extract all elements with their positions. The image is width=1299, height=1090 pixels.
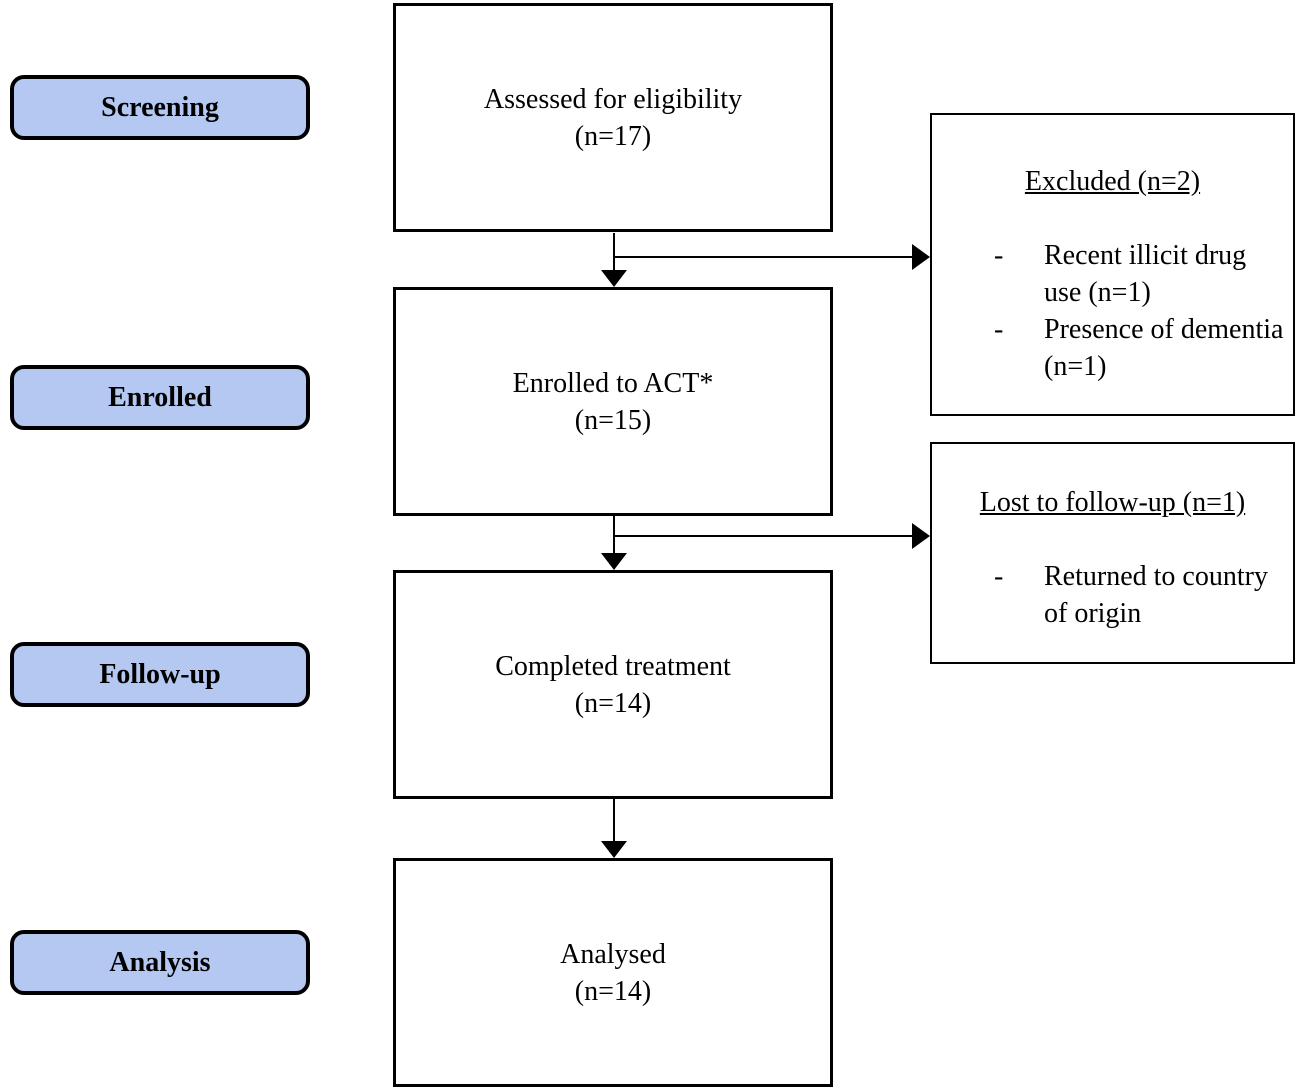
side-box-excluded: Excluded (n=2) - Recent illicit drug use…: [930, 113, 1295, 416]
dash-bullet: -: [994, 314, 1004, 345]
list-item: - Recent illicit drug use (n=1): [932, 237, 1293, 311]
flow-box-enrolled: Enrolled to ACT* (n=15): [393, 287, 833, 516]
flow-box-analysed: Analysed (n=14): [393, 858, 833, 1087]
stage-label-text: Enrolled: [108, 381, 212, 413]
stage-label-follow-up: Follow-up: [10, 642, 310, 707]
list-item-text: Presence of dementia (n=1): [1044, 314, 1284, 382]
flow-box-line1: Analysed: [560, 938, 666, 970]
list-item: - Presence of dementia (n=1): [932, 311, 1293, 385]
arrowhead-to-excluded: [912, 244, 930, 270]
stage-label-enrolled: Enrolled: [10, 365, 310, 430]
stage-label-screening: Screening: [10, 75, 310, 140]
arrowhead-to-lost: [912, 523, 930, 549]
stage-label-text: Analysis: [109, 946, 211, 978]
list-item: - Returned to country of origin: [932, 558, 1293, 632]
flow-box-line2: (n=17): [574, 120, 652, 152]
flow-box-line2: (n=14): [574, 687, 652, 719]
arrowhead-assessed-to-enrolled: [601, 270, 627, 287]
side-box-list: - Recent illicit drug use (n=1) - Presen…: [932, 237, 1293, 385]
flow-box-line1: Enrolled to ACT*: [512, 367, 714, 399]
flow-box-line1: Assessed for eligibility: [483, 83, 743, 115]
flow-box-assessed: Assessed for eligibility (n=17): [393, 3, 833, 232]
side-box-lost-to-followup: Lost to follow-up (n=1) - Returned to co…: [930, 442, 1295, 664]
arrowhead-enrolled-to-completed: [601, 553, 627, 570]
stage-label-text: Follow-up: [99, 658, 221, 690]
list-item-text: Recent illicit drug use (n=1): [1044, 240, 1247, 308]
list-item-text: Returned to country of origin: [1044, 561, 1268, 629]
dash-bullet: -: [994, 561, 1004, 592]
dash-bullet: -: [994, 240, 1004, 271]
stage-label-text: Screening: [101, 91, 219, 123]
side-box-list: - Returned to country of origin: [932, 558, 1293, 632]
arrowhead-completed-to-analysed: [601, 841, 627, 858]
side-box-title: Lost to follow-up (n=1): [979, 487, 1246, 518]
flow-box-line2: (n=15): [574, 404, 652, 436]
flow-box-line2: (n=14): [574, 975, 652, 1007]
flow-box-line1: Completed treatment: [495, 650, 731, 682]
flow-box-completed-treatment: Completed treatment (n=14): [393, 570, 833, 799]
side-box-title: Excluded (n=2): [1024, 166, 1201, 197]
stage-label-analysis: Analysis: [10, 930, 310, 995]
